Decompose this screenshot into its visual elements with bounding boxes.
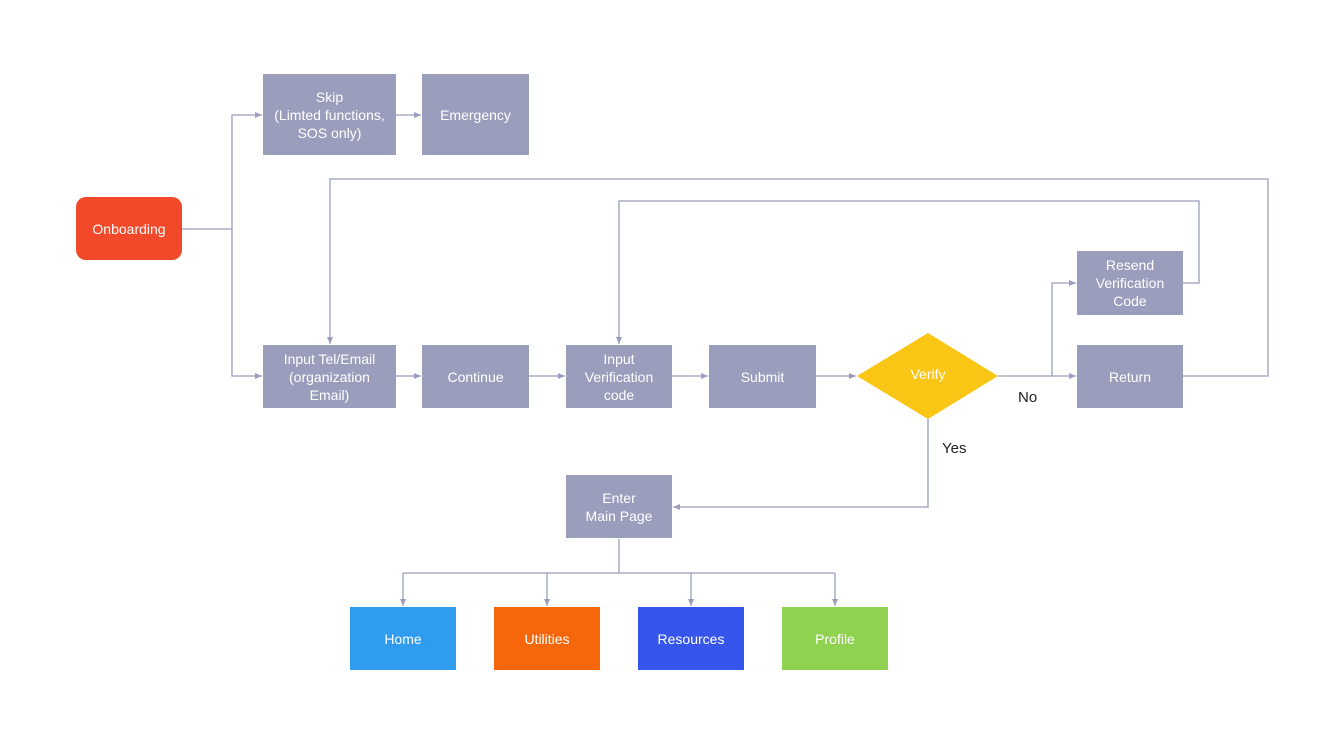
node-utilities: Utilities [494,607,600,670]
node-enter-main-page: Enter Main Page [566,475,672,538]
edge-branch-input-tel [231,229,262,379]
node-resources: Resources [638,607,744,670]
node-input-tel-email: Input Tel/Email (organization Email) [263,345,396,408]
node-onboarding: Onboarding [76,197,182,260]
node-home: Home [350,607,456,670]
node-profile: Profile [782,607,888,670]
edge-no-resend [1051,280,1076,376]
edge-resend-input-code [616,200,1200,344]
node-verify-label: Verify [910,366,946,382]
label-no: No [1018,389,1038,406]
node-return: Return [1077,345,1183,408]
node-skip: Skip (Limted functions, SOS only) [263,74,396,155]
node-submit: Submit [709,345,816,408]
node-input-verification-code: Input Verification code [566,345,672,408]
node-emergency: Emergency [422,74,529,155]
edge-return-input-tel [327,178,1269,377]
node-resend-verification-code: Resend Verification Code [1077,251,1183,315]
edge-verify-yes-enter-main [673,418,929,510]
edge-branch-skip [231,112,262,229]
label-yes: Yes [942,440,967,457]
verify-decision-diamond [857,333,998,419]
node-continue: Continue [422,345,529,408]
